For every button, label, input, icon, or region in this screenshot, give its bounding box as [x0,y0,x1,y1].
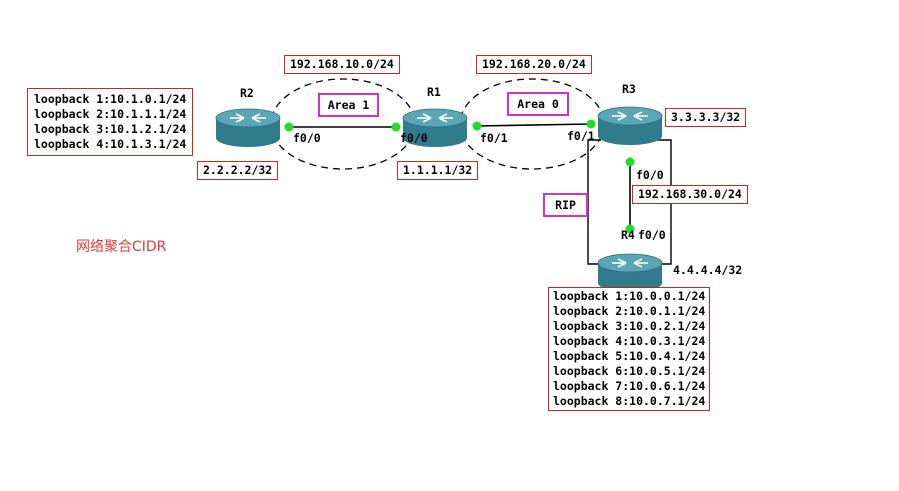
loopback-entry: loopback 2:10.1.1.1/24 [34,107,187,121]
router-r3[interactable] [597,106,663,145]
iface-r3-f00: f0/0 [636,168,664,182]
network-label-192-168-20: 192.168.20.0/24 [476,55,592,74]
loopback-entry: loopback 2:10.0.1.1/24 [553,304,706,318]
router-top [402,108,468,128]
rip-boundary [587,139,604,265]
iface-r4-f00: f0/0 [638,228,666,242]
loopback-entry: loopback 3:10.1.2.1/24 [34,122,187,136]
rip-label: RIP [543,193,588,217]
port-r1-f00[interactable] [391,122,401,132]
network-label-192-168-10: 192.168.10.0/24 [284,55,400,74]
port-r4-f00[interactable] [625,224,635,234]
loopback-entry: loopback 6:10.0.5.1/24 [553,364,706,378]
link-r1-r3 [475,123,592,127]
iface-r2-f00: f0/0 [293,131,321,145]
loopback-entry: loopback 8:10.0.7.1/24 [553,394,706,408]
area-1-label: Area 1 [318,93,379,117]
loopback-entry: loopback 1:10.1.0.1/24 [34,92,187,106]
router-id-r2: 2.2.2.2/32 [197,161,279,180]
router-id-r3: 3.3.3.3/32 [665,108,747,127]
network-label-192-168-30: 192.168.30.0/24 [632,185,748,204]
port-r1-f01[interactable] [472,121,482,131]
loopback-entry: loopback 7:10.0.6.1/24 [553,379,706,393]
router-label-r3: R3 [622,82,636,96]
iface-r1-f00: f0/0 [400,131,428,145]
router-top [597,106,663,126]
router-r2[interactable] [215,108,281,147]
port-r3-f01[interactable] [586,119,596,129]
router-arrows [612,111,648,121]
router-r1[interactable] [402,108,468,147]
router-top [215,108,281,128]
router-id-r4: 4.4.4.4/32 [673,263,743,277]
r2-loopback-list: loopback 1:10.1.0.1/24 loopback 2:10.1.1… [27,88,194,156]
router-arrows [230,113,266,123]
loopback-entry: loopback 4:10.1.3.1/24 [34,137,187,151]
r4-loopback-list: loopback 1:10.0.0.1/24 loopback 2:10.0.1… [548,287,711,411]
diagram-title: 网络聚合CIDR [76,239,167,255]
loopback-entry: loopback 1:10.0.0.1/24 [553,289,706,303]
loopback-entry: loopback 5:10.0.4.1/24 [553,349,706,363]
iface-r1-f01: f0/1 [480,131,508,145]
router-label-r1: R1 [427,85,441,99]
router-arrows [417,113,453,123]
port-r3-f00[interactable] [625,157,635,167]
router-arrows [612,258,648,268]
loopback-entry: loopback 4:10.0.3.1/24 [553,334,706,348]
router-top [597,253,663,273]
area-0-label: Area 0 [507,92,569,116]
router-label-r2: R2 [240,86,254,100]
router-label-r4: R4 [621,228,635,242]
port-r2-f00[interactable] [284,122,294,132]
iface-r3-f01: f0/1 [567,129,595,143]
router-id-r1: 1.1.1.1/32 [397,161,479,180]
loopback-entry: loopback 3:10.0.2.1/24 [553,319,706,333]
